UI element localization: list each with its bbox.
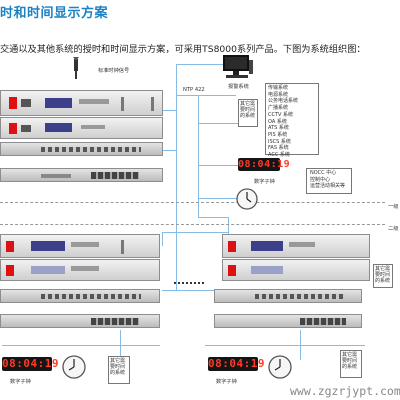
watermark: www.zgzrjypt.com (290, 384, 400, 398)
distribution-unit-left (0, 314, 160, 328)
distribution-unit-right (214, 289, 362, 303)
connector-line (198, 217, 228, 218)
analog-clock-icon (268, 355, 292, 379)
connector-line (198, 95, 199, 217)
digital-clock-label: 数字子钟 (10, 379, 31, 385)
digital-clock: 08:04:19 (2, 357, 59, 371)
list-item: 电源系统 (268, 91, 289, 98)
systems-list: 传输系统 电源系统 公务电话系统 广播系统 CCTV 系统 OA 系统 ATS … (265, 83, 319, 158)
slave-clock-server-right (222, 259, 370, 281)
analog-clock-icon (62, 355, 86, 379)
list-item: 广播系统 (268, 105, 289, 112)
alarm-system-label: 报警系统 (228, 84, 249, 90)
other-systems-box: 其它需要时间的系统 (238, 99, 258, 127)
digital-clock: 08:04:19 (238, 158, 291, 171)
slave-clock-server-left (0, 234, 160, 258)
list-item: NOCC 中心 (310, 170, 337, 176)
level-two-label: 二级 (388, 226, 399, 232)
list-item: 公务电话系统 (268, 98, 299, 105)
connector-line (120, 330, 121, 360)
slave-clock-server-left (0, 259, 160, 281)
antenna-icon (71, 57, 81, 79)
digital-clock: 08:04:19 (208, 357, 265, 371)
level-one-label: 一级 (388, 204, 399, 210)
nocc-box: NOCC 中心 控制中心 运营活动相关等 (306, 168, 352, 194)
connector-line (205, 345, 365, 346)
analog-clock-icon (236, 188, 258, 210)
connector-line (198, 123, 238, 124)
page-title: 时和时间显示方案 (0, 6, 109, 21)
connector-line (176, 64, 224, 65)
level-separator (0, 224, 385, 225)
list-item: 传输系统 (268, 85, 289, 91)
slave-clock-server-right (222, 234, 370, 258)
connector-line (228, 217, 229, 245)
link-dots (174, 282, 204, 284)
ntp-label: NTP 422 (183, 87, 205, 93)
connector-line (162, 290, 222, 291)
list-item: FAS 系统 (268, 145, 289, 152)
list-item: ACC 系统 (268, 152, 290, 159)
master-clock-server (0, 90, 163, 116)
master-clock-server (0, 117, 163, 139)
list-item: OA 系统 (268, 118, 287, 125)
distribution-unit (0, 168, 163, 182)
distribution-unit (0, 142, 163, 156)
connector-line (2, 345, 160, 346)
list-item: ISCS 系统 (268, 138, 291, 145)
distribution-unit-left (0, 289, 160, 303)
connector-line (162, 232, 163, 246)
list-item: ATS 系统 (268, 125, 289, 132)
connector-line (300, 330, 301, 360)
distribution-unit-right (214, 314, 362, 328)
connector-line (162, 150, 176, 151)
digital-clock-label: 数字子钟 (216, 379, 237, 385)
level-separator (0, 202, 385, 203)
connector-line (162, 232, 228, 233)
connector-line (176, 64, 177, 290)
standard-signal-label: 标准时钟信号 (98, 68, 130, 74)
list-item: CCTV 系统 (268, 111, 294, 118)
connector-line (176, 95, 236, 96)
digital-clock-label: 数字子钟 (254, 179, 275, 185)
computer-icon (222, 54, 254, 80)
connector-line (198, 165, 238, 166)
connector-line (162, 110, 176, 111)
list-item: 控制中心 (310, 176, 331, 183)
other-systems-box: 其它需要时间的系统 (108, 356, 130, 384)
list-item: 运营活动相关等 (310, 183, 346, 190)
other-systems-box: 其它需要时间的系统 (373, 264, 393, 288)
intro-text: 交通以及其他系统的授时和时间显示方案，可采用TS8000系列产品。下图为系统组织… (0, 44, 366, 55)
list-item: PIS 系统 (268, 131, 288, 138)
other-systems-box: 其它需要时间的系统 (340, 350, 362, 378)
connector-line (198, 198, 238, 199)
